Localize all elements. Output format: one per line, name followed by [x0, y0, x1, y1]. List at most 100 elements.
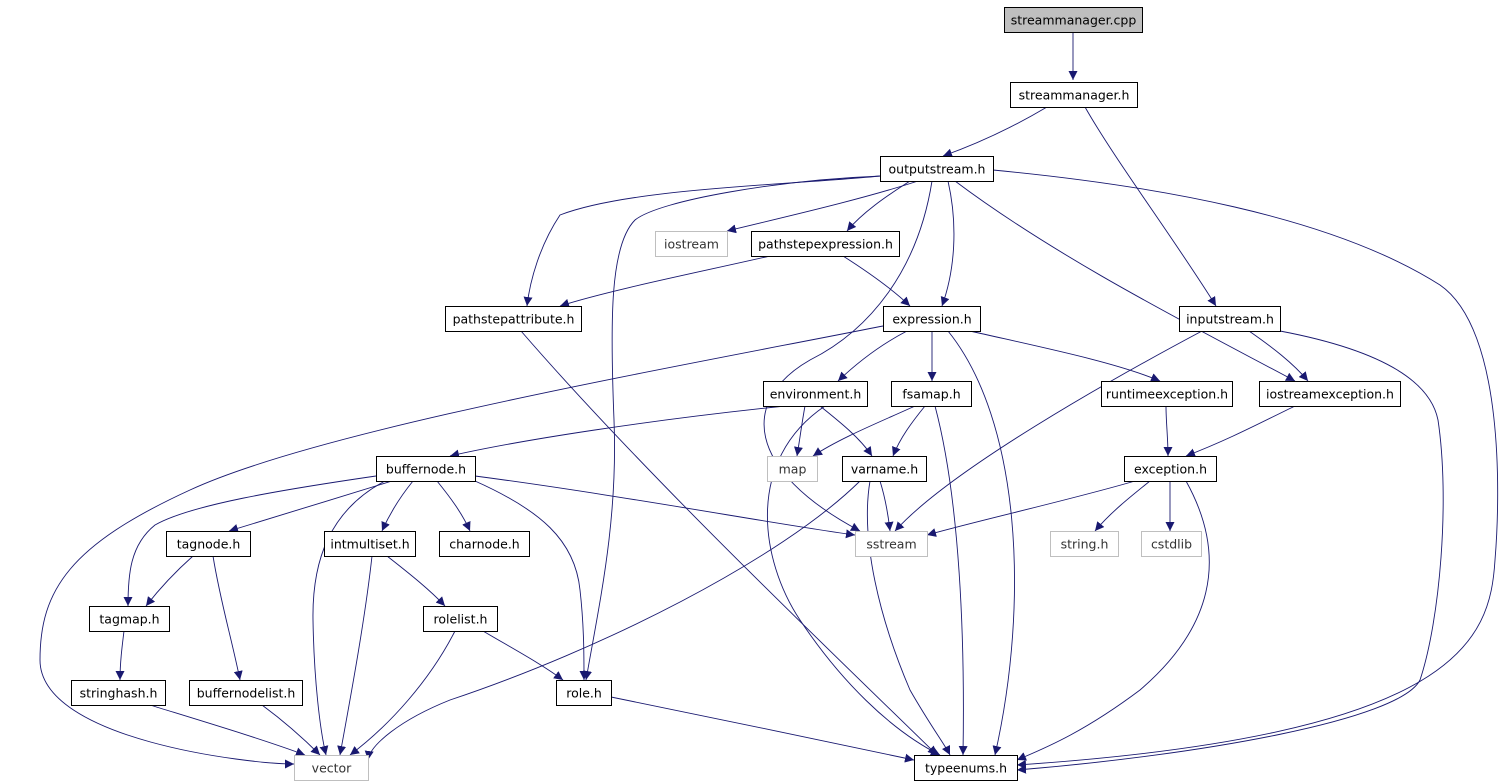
node-label: iostreamexception.h [1266, 387, 1394, 402]
node-label: stringhash.h [80, 686, 158, 701]
edge-exception-h-to-string-h [1094, 480, 1151, 532]
node-outputstream-h[interactable]: outputstream.h [880, 156, 994, 182]
edge-rolelist-h-to-vector [349, 630, 456, 756]
node-cstdlib: cstdlib [1141, 531, 1202, 557]
node-label: inputstream.h [1186, 312, 1274, 327]
node-box [324, 531, 416, 557]
node-iostreamexception-h[interactable]: iostreamexception.h [1259, 381, 1401, 407]
node-label: vector [312, 761, 353, 776]
node-pathstepattribute-h[interactable]: pathstepattribute.h [445, 306, 582, 332]
edge-outputstream-h-to-iostream [726, 180, 919, 234]
edge-outputstream-h-to-role-h [583, 175, 883, 681]
node-rolelist-h[interactable]: rolelist.h [423, 606, 498, 632]
node-label: intmultiset.h [330, 537, 409, 552]
node-label: environment.h [770, 387, 862, 402]
node-label: buffernode.h [386, 462, 466, 477]
edge-buffernode-h-to-tagmap-h [123, 475, 377, 607]
node-box [1004, 7, 1143, 33]
node-label: charnode.h [449, 537, 519, 552]
node-typeenums-h[interactable]: typeenums.h [914, 755, 1018, 781]
node-iostream: iostream [655, 231, 728, 257]
nodes-layer: streammanager.cpp streammanager.h outputst… [71, 7, 1401, 781]
node-box [376, 456, 476, 482]
edge-runtimeexception-h-to-exception-h [1163, 405, 1173, 457]
node-label: sstream [866, 537, 916, 552]
node-label: streammanager.cpp [1011, 13, 1137, 28]
node-label: varname.h [851, 462, 918, 477]
node-environment-h[interactable]: environment.h [763, 381, 868, 407]
node-stringhash-h[interactable]: stringhash.h [71, 680, 166, 706]
edge-intmultiset-h-to-vector [337, 555, 373, 756]
node-inputstream-h[interactable]: inputstream.h [1179, 306, 1281, 332]
node-streammanager-h[interactable]: streammanager.h [1010, 82, 1138, 108]
edge-varname-h-to-sstream [879, 480, 894, 532]
node-label: expression.h [892, 312, 971, 327]
node-box [1141, 531, 1202, 557]
node-vector: vector [294, 755, 369, 781]
edge-outputstream-h-to-typeenums-h [992, 169, 1499, 769]
node-buffernode-h[interactable]: buffernode.h [376, 456, 476, 482]
node-streammanager-cpp[interactable]: streammanager.cpp [1004, 7, 1143, 33]
edge-rolelist-h-to-role-h [482, 630, 564, 681]
node-label: streammanager.h [1019, 88, 1130, 103]
edge-fsamap-h-to-map [812, 405, 916, 457]
node-label: pathstepexpression.h [758, 237, 893, 252]
edge-tagnode-h-to-tagmap-h [145, 555, 194, 607]
node-pathstepexpression-h[interactable]: pathstepexpression.h [751, 231, 900, 257]
edge-expression-h-to-runtimeexception-h [969, 330, 1161, 382]
node-label: exception.h [1134, 462, 1207, 477]
node-label: rolelist.h [434, 612, 488, 627]
node-label: iostream [664, 237, 719, 252]
edge-expression-h-to-typeenums-h [947, 330, 1015, 756]
node-exception-h[interactable]: exception.h [1124, 456, 1217, 482]
node-fsamap-h[interactable]: fsamap.h [891, 381, 972, 407]
node-label: string.h [1061, 537, 1109, 552]
node-box [842, 456, 927, 482]
node-box [751, 231, 900, 257]
node-charnode-h[interactable]: charnode.h [439, 531, 530, 557]
node-box [767, 456, 818, 482]
edge-fsamap-h-to-typeenums-h [934, 405, 968, 756]
node-intmultiset-h[interactable]: intmultiset.h [324, 531, 416, 557]
node-label: typeenums.h [925, 761, 1007, 776]
edge-environment-h-to-varname-h [819, 405, 873, 457]
node-map: map [767, 456, 818, 482]
node-tagnode-h[interactable]: tagnode.h [166, 531, 251, 557]
node-label: map [779, 462, 807, 477]
edge-iostreamexception-h-to-exception-h [1185, 405, 1296, 458]
edge-streammanager-h-to-outputstream-h [942, 106, 1048, 158]
node-buffernodelist-h[interactable]: buffernodelist.h [189, 680, 303, 706]
node-box [655, 231, 728, 257]
edge-outputstream-h-to-pathstepexpression-h [846, 180, 911, 232]
node-box [891, 381, 972, 407]
edge-environment-h-to-buffernode-h [449, 405, 786, 459]
node-box [556, 680, 612, 706]
node-box [880, 156, 994, 182]
node-label: runtimeexception.h [1106, 387, 1228, 402]
node-box [445, 306, 582, 332]
edge-varname-h-to-vector [364, 480, 861, 761]
node-box [914, 755, 1018, 781]
edges-layer [39, 31, 1499, 774]
node-label: outputstream.h [889, 162, 986, 177]
edge-exception-h-to-typeenums-h [1016, 480, 1210, 761]
node-expression-h[interactable]: expression.h [883, 306, 981, 332]
node-label: pathstepattribute.h [453, 312, 575, 327]
node-runtimeexception-h[interactable]: runtimeexception.h [1101, 381, 1233, 407]
edge-buffernode-h-to-charnode-h [436, 480, 471, 532]
edge-tagmap-h-to-stringhash-h [115, 630, 125, 681]
node-box [1179, 306, 1281, 332]
edge-expression-h-to-environment-h [837, 330, 908, 382]
node-varname-h[interactable]: varname.h [842, 456, 927, 482]
node-label: tagnode.h [177, 537, 241, 552]
edge-intmultiset-h-to-rolelist-h [386, 555, 446, 607]
node-role-h[interactable]: role.h [556, 680, 612, 706]
node-box [89, 606, 170, 632]
node-box [189, 680, 303, 706]
node-tagmap-h[interactable]: tagmap.h [89, 606, 170, 632]
edge-buffernode-h-to-tagnode-h [228, 480, 393, 533]
edge-inputstream-h-to-iostreamexception-h [1248, 330, 1309, 382]
node-box [855, 531, 928, 557]
edge-stringhash-h-to-vector [149, 704, 306, 757]
